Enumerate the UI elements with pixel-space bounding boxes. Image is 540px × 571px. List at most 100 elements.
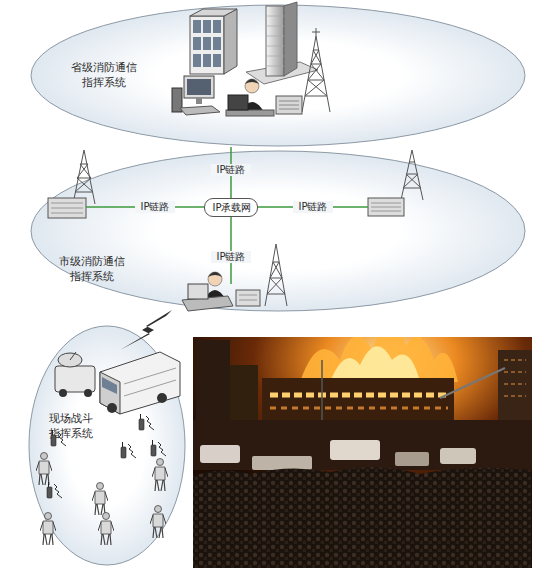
link-label: IP链路 — [211, 164, 251, 176]
fire-photo — [300, 337, 458, 382]
operator — [188, 284, 208, 299]
base-station — [51, 203, 83, 213]
fire-truck — [107, 403, 117, 413]
fire-photo — [252, 456, 312, 470]
operator — [245, 79, 259, 93]
radio-tower — [302, 28, 330, 112]
walkie-talkie — [47, 482, 62, 498]
building-grid — [213, 20, 221, 33]
radio-tower — [401, 150, 423, 200]
fire-photo — [504, 360, 526, 396]
satellite-vehicle — [70, 352, 76, 360]
server-box — [276, 96, 302, 114]
operator — [226, 110, 274, 116]
server-box — [279, 101, 299, 109]
server-box — [276, 96, 302, 114]
link-label: IP链路 — [211, 251, 251, 263]
network-box: IP承载网 — [204, 198, 258, 217]
tall-building — [266, 6, 284, 76]
operator — [240, 102, 264, 112]
building-grid — [190, 16, 224, 74]
walkie-talkie — [151, 440, 166, 456]
fire-photo — [498, 350, 532, 435]
fire-truck — [157, 393, 167, 403]
ellipse-outline — [29, 326, 185, 565]
ip-link-line — [86, 207, 368, 284]
fire-photo — [440, 368, 505, 398]
fire-truck — [100, 352, 180, 414]
firefighter — [92, 483, 108, 516]
operator — [245, 79, 259, 84]
wireless-bolt — [120, 310, 172, 350]
wireless-bolt — [120, 310, 172, 350]
system-ellipse: 市级消防通信 指挥系统 IP承载网 — [30, 150, 526, 312]
satellite-vehicle — [58, 353, 82, 367]
firefighter — [150, 506, 166, 539]
firefighter — [152, 459, 168, 492]
operator — [182, 272, 233, 311]
tall-building — [246, 62, 318, 84]
system-title: 市级消防通信 指挥系统 — [56, 254, 128, 284]
ellipse-outline — [31, 5, 525, 146]
tall-building — [246, 2, 318, 84]
walkie-talkie — [47, 414, 166, 498]
building-grid — [213, 54, 221, 67]
tall-building — [284, 2, 297, 76]
walkie-talkie — [139, 414, 154, 430]
satellite-vehicle — [55, 366, 95, 392]
base-station — [236, 290, 260, 306]
building-grid — [193, 20, 201, 33]
operator — [208, 272, 222, 286]
operator — [182, 296, 233, 311]
base-station — [371, 203, 401, 211]
desktop-computer — [184, 76, 214, 98]
system-ellipse: 省级消防通信 指挥系统 — [30, 4, 526, 147]
fire-photo — [330, 346, 420, 382]
radio-tower — [73, 150, 95, 204]
radio-tower — [73, 150, 423, 306]
fire-photo — [262, 378, 454, 420]
satellite-vehicle — [55, 352, 95, 397]
fire-photo — [321, 360, 323, 440]
base-station — [368, 198, 404, 216]
fire-photo — [193, 420, 532, 470]
walkie-talkie — [51, 430, 66, 446]
building-grid — [190, 9, 237, 74]
fire-truck — [124, 368, 176, 396]
firefighter — [98, 513, 114, 546]
building-grid — [224, 9, 237, 74]
ellipse-outline — [30, 4, 526, 147]
base-station — [239, 295, 257, 300]
building-grid — [193, 37, 201, 50]
satellite-vehicle — [84, 389, 92, 397]
system-ellipse: 现场战斗 指挥系统 — [28, 325, 186, 566]
operator — [226, 79, 274, 116]
system-title: 现场战斗 指挥系统 — [46, 411, 96, 441]
system-title: 省级消防通信 指挥系统 — [68, 60, 140, 90]
fire-photo — [270, 393, 448, 398]
tall-building — [266, 16, 284, 66]
operator — [208, 272, 222, 277]
building-grid — [203, 54, 211, 67]
network-label: IP承载网 — [205, 201, 259, 214]
desktop-computer — [180, 106, 220, 115]
link-label: IP链路 — [135, 201, 175, 213]
fire-photo — [270, 407, 448, 410]
operator — [228, 95, 248, 110]
building-grid — [190, 9, 237, 16]
radio-tower — [265, 244, 287, 306]
radio-tower — [302, 36, 330, 112]
fire-photo — [440, 448, 476, 464]
radio-tower — [312, 28, 320, 36]
desktop-computer — [187, 79, 211, 95]
building-grid — [203, 37, 211, 50]
firefighter — [40, 513, 56, 546]
building-grid — [203, 20, 211, 33]
ellipse-outline — [31, 151, 525, 311]
building-grid — [213, 37, 221, 50]
link-label: IP链路 — [293, 201, 333, 213]
operator — [204, 290, 226, 300]
firefighter — [36, 453, 52, 486]
